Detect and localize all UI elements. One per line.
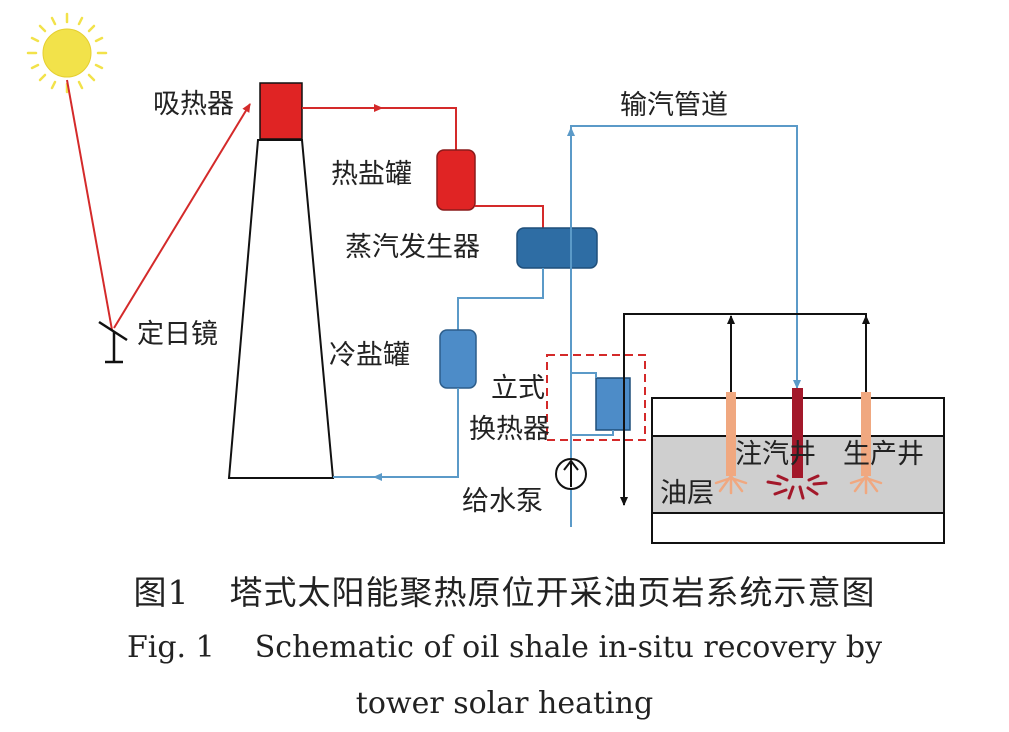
hot-salt-tank-label: 热盐罐 [331,159,412,190]
figure-caption-cn: 图1 塔式太阳能聚热原位开采油页岩系统示意图 [0,566,1009,614]
absorber-label: 吸热器 [153,89,234,120]
hot-salt-line [302,107,457,150]
heliostat-label: 定日镜 [137,319,218,350]
cold-salt-tank [439,329,477,389]
figure-caption-en: Fig. 1 Schematic of oil shale in-situ rec… [0,630,1009,665]
hot-salt-tank [436,149,476,211]
figure-caption-en-line2: tower solar heating [0,686,1009,721]
production-well-right [849,392,883,495]
feed-pump-icon [555,458,587,490]
figure-number-cn: 图1 [133,573,190,612]
hx-loop-line-2 [571,430,614,436]
feed-pump-label: 给水泵 [462,486,543,517]
tower [227,139,335,479]
oil-layer-label: 油层 [660,478,714,509]
heliostat-icon [98,320,128,364]
steam-pipe-label: 输汽管道 [620,90,728,121]
hx-loop-line [571,372,597,378]
steam-pipe [570,125,801,389]
figure-number-en: Fig. 1 [126,630,215,665]
sun-ray [66,79,113,331]
cold-salt-tank-label: 冷盐罐 [329,340,410,371]
reflected-ray [113,103,251,329]
absorber [259,82,303,140]
production-well-left [714,392,748,495]
injection-well [766,388,828,500]
hot-salt-to-sg-line [475,205,544,228]
vertical-hx-label-1: 立式 [491,373,545,404]
injection-well-label: 注汽井 [735,439,816,470]
production-well-label: 生产井 [843,439,924,470]
figure-title-cn: 塔式太阳能聚热原位开采油页岩系统示意图 [229,573,876,612]
underburden [651,512,945,544]
figure-title-en-line1: Schematic of oil shale in-situ recovery … [254,630,883,665]
steam-generator-label: 蒸汽发生器 [345,232,480,263]
solar-tower-schematic: 定日镜 吸热器 热盐罐 蒸汽发生器 冷盐罐 输汽管道 立式 换热器 给水泵 油层 [26,12,945,544]
vertical-hx-label-2: 换热器 [469,414,550,445]
cold-tank-to-tower-line [333,388,459,478]
steam-generator [516,227,598,269]
sun-icon [26,12,108,94]
figure-title-en-line2: tower solar heating [355,686,654,721]
sg-to-cold-tank-line [457,268,544,330]
